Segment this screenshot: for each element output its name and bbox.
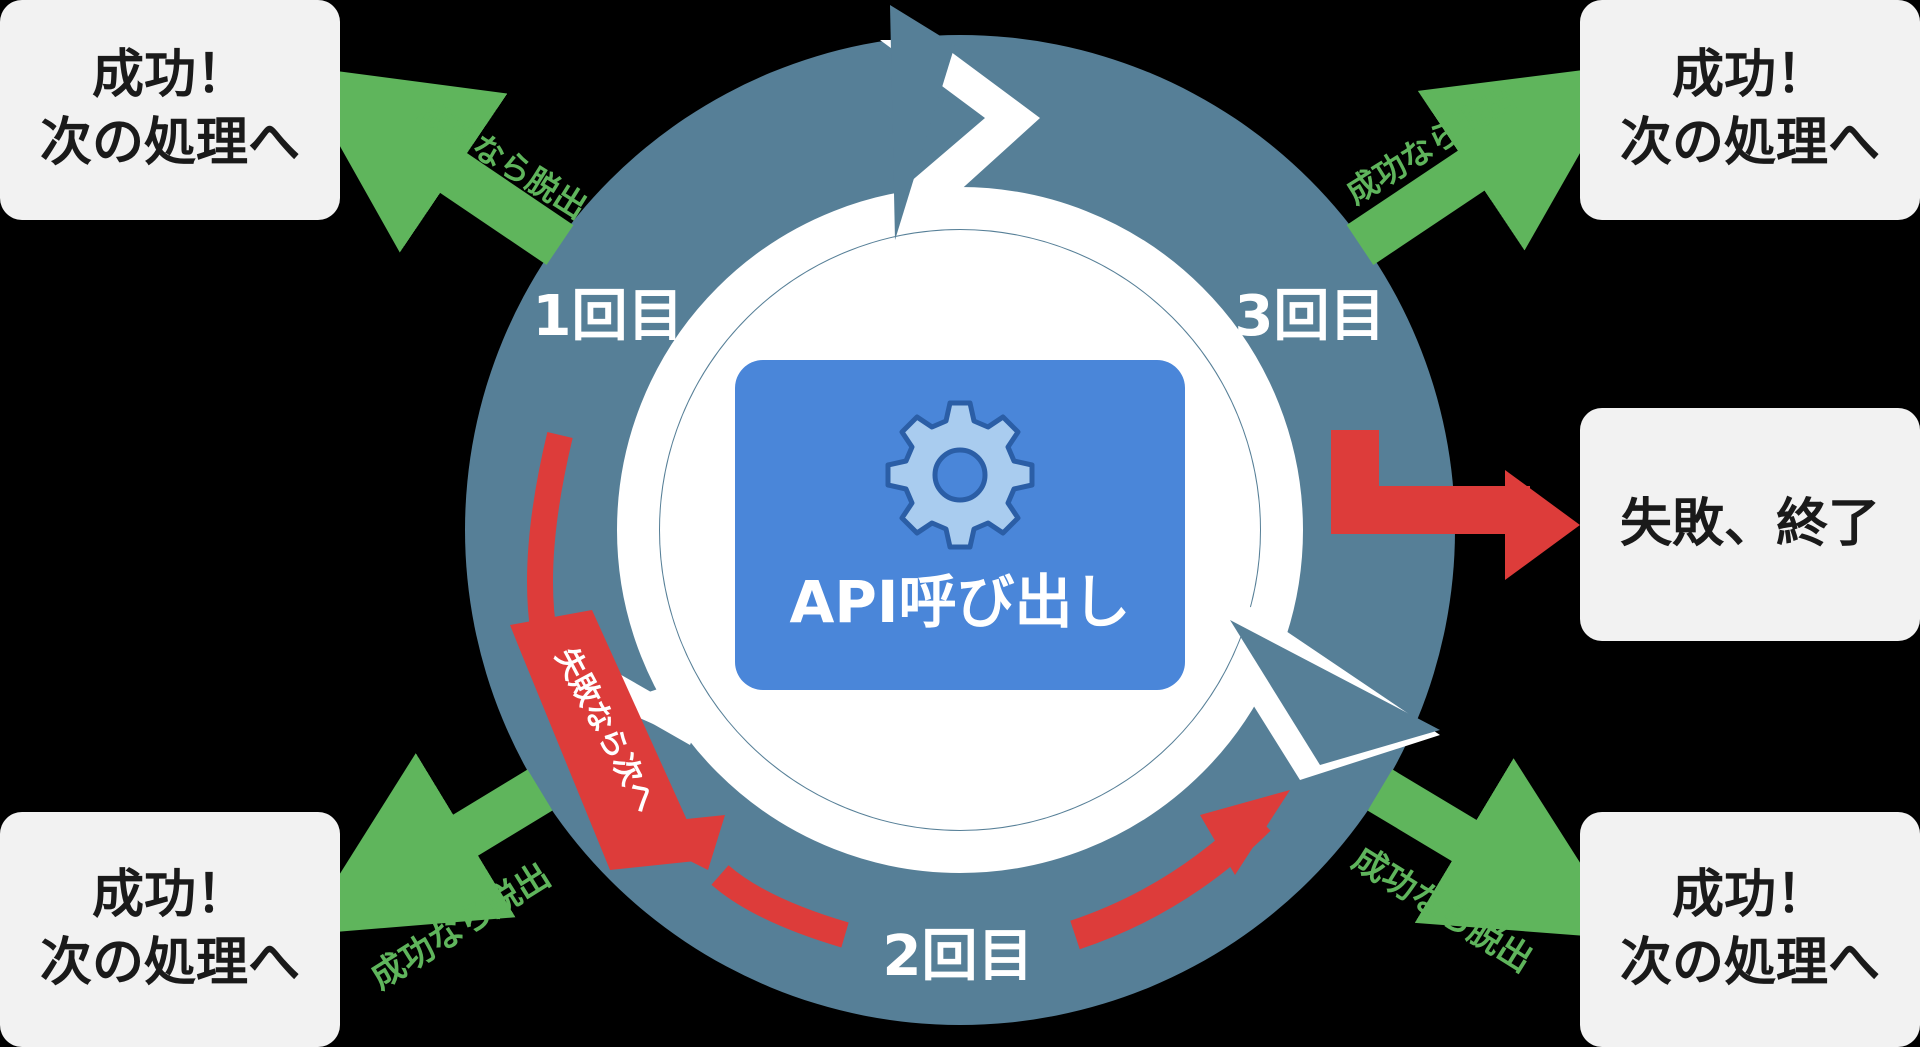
fail-box: 失敗、終了 (1580, 408, 1920, 641)
attempt-2-label: 2回目 (883, 924, 1034, 989)
success-box-top-right: 成功！ 次の処理へ (1580, 0, 1920, 220)
api-call-label: API呼び出し (790, 568, 1131, 636)
success-arrow-2b (1367, 758, 1629, 940)
attempt-1-label: 1回目 (533, 284, 684, 349)
success-title: 成功！ (91, 864, 248, 925)
fail-arrow-1-head (620, 815, 725, 870)
success-title: 成功！ (91, 45, 248, 106)
success-box-top-left: 成功！ 次の処理へ (0, 0, 340, 220)
success-next-step: 次の処理へ (39, 932, 300, 993)
gear-icon (885, 400, 1035, 550)
success-arrow-3 (1346, 63, 1631, 265)
success-arrow-2 (301, 753, 553, 935)
ring-break-top (880, 40, 1040, 195)
success-next-step: 次の処理へ (39, 113, 300, 173)
arrowhead-top (890, 5, 955, 240)
fail-final-arrow (1331, 430, 1530, 534)
arrowhead-left (610, 680, 735, 760)
fail-arrow-1 (510, 610, 705, 870)
fail-arrow-2-segment (711, 865, 849, 948)
success-exit-label-2: 成功なら脱出 (364, 856, 558, 998)
fail-arrow-2-head (1200, 790, 1290, 875)
fail-end-label: 失敗、終了 (1619, 493, 1880, 554)
success-arrow-1 (294, 65, 574, 265)
success-title: 成功！ (1671, 864, 1828, 925)
success-box-bottom-left: 成功！ 次の処理へ (0, 812, 340, 1047)
arrowhead-right (1230, 620, 1440, 765)
success-next-step: 次の処理へ (1619, 932, 1880, 993)
success-title: 成功！ (1671, 45, 1828, 106)
fail-final-arrowhead (1505, 470, 1580, 580)
attempt-3-label: 3回目 (1235, 284, 1386, 349)
success-box-bottom-right: 成功！ 次の処理へ (1580, 812, 1920, 1047)
success-next-step: 次の処理へ (1619, 113, 1880, 173)
cycle-band (617, 187, 1303, 873)
